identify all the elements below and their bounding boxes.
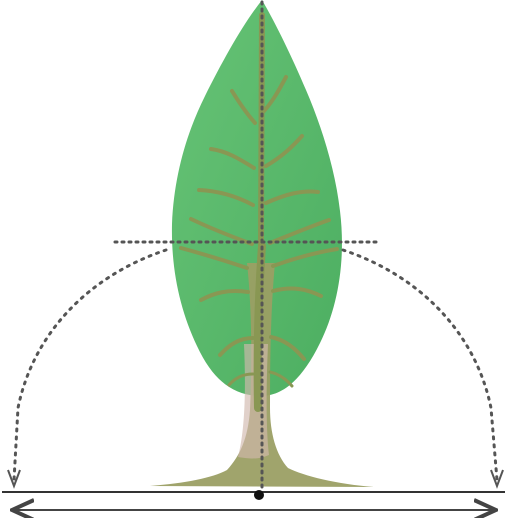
right-dotted-arc (343, 250, 497, 480)
left-dotted-arc (14, 250, 166, 480)
center-dot-icon (254, 490, 264, 500)
